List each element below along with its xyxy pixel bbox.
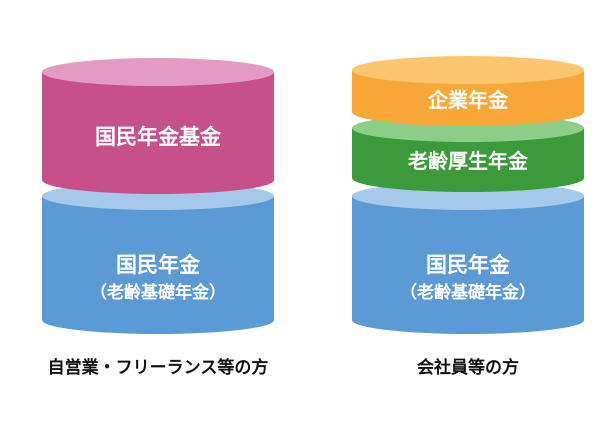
right-tier3-cylinder [352, 56, 584, 126]
left-base-sublabel: （老齢基礎年金） [90, 283, 226, 303]
left-caption: 自営業・フリーランス等の方 [47, 358, 269, 378]
right-tier3-body [352, 70, 584, 126]
right-tier3-label: 企業年金 [428, 88, 508, 112]
right-base-label: 国民年金 [426, 253, 510, 277]
right-tier2-label: 老齢厚生年金 [408, 149, 528, 173]
right-caption: 会社員等の方 [417, 358, 519, 378]
left-base-body [42, 196, 274, 334]
left-tier1-cylinder [42, 58, 274, 194]
right-tier3-top [352, 56, 584, 84]
left-tier1-body [42, 72, 274, 194]
left-tier1-top [42, 58, 274, 86]
right-base-sublabel: （老齢基礎年金） [400, 283, 536, 303]
left-base-label: 国民年金 [116, 253, 200, 277]
right-base-body [352, 196, 584, 334]
right-tier2-body [352, 128, 584, 192]
left-tier1-label: 国民年金基金 [95, 125, 221, 149]
